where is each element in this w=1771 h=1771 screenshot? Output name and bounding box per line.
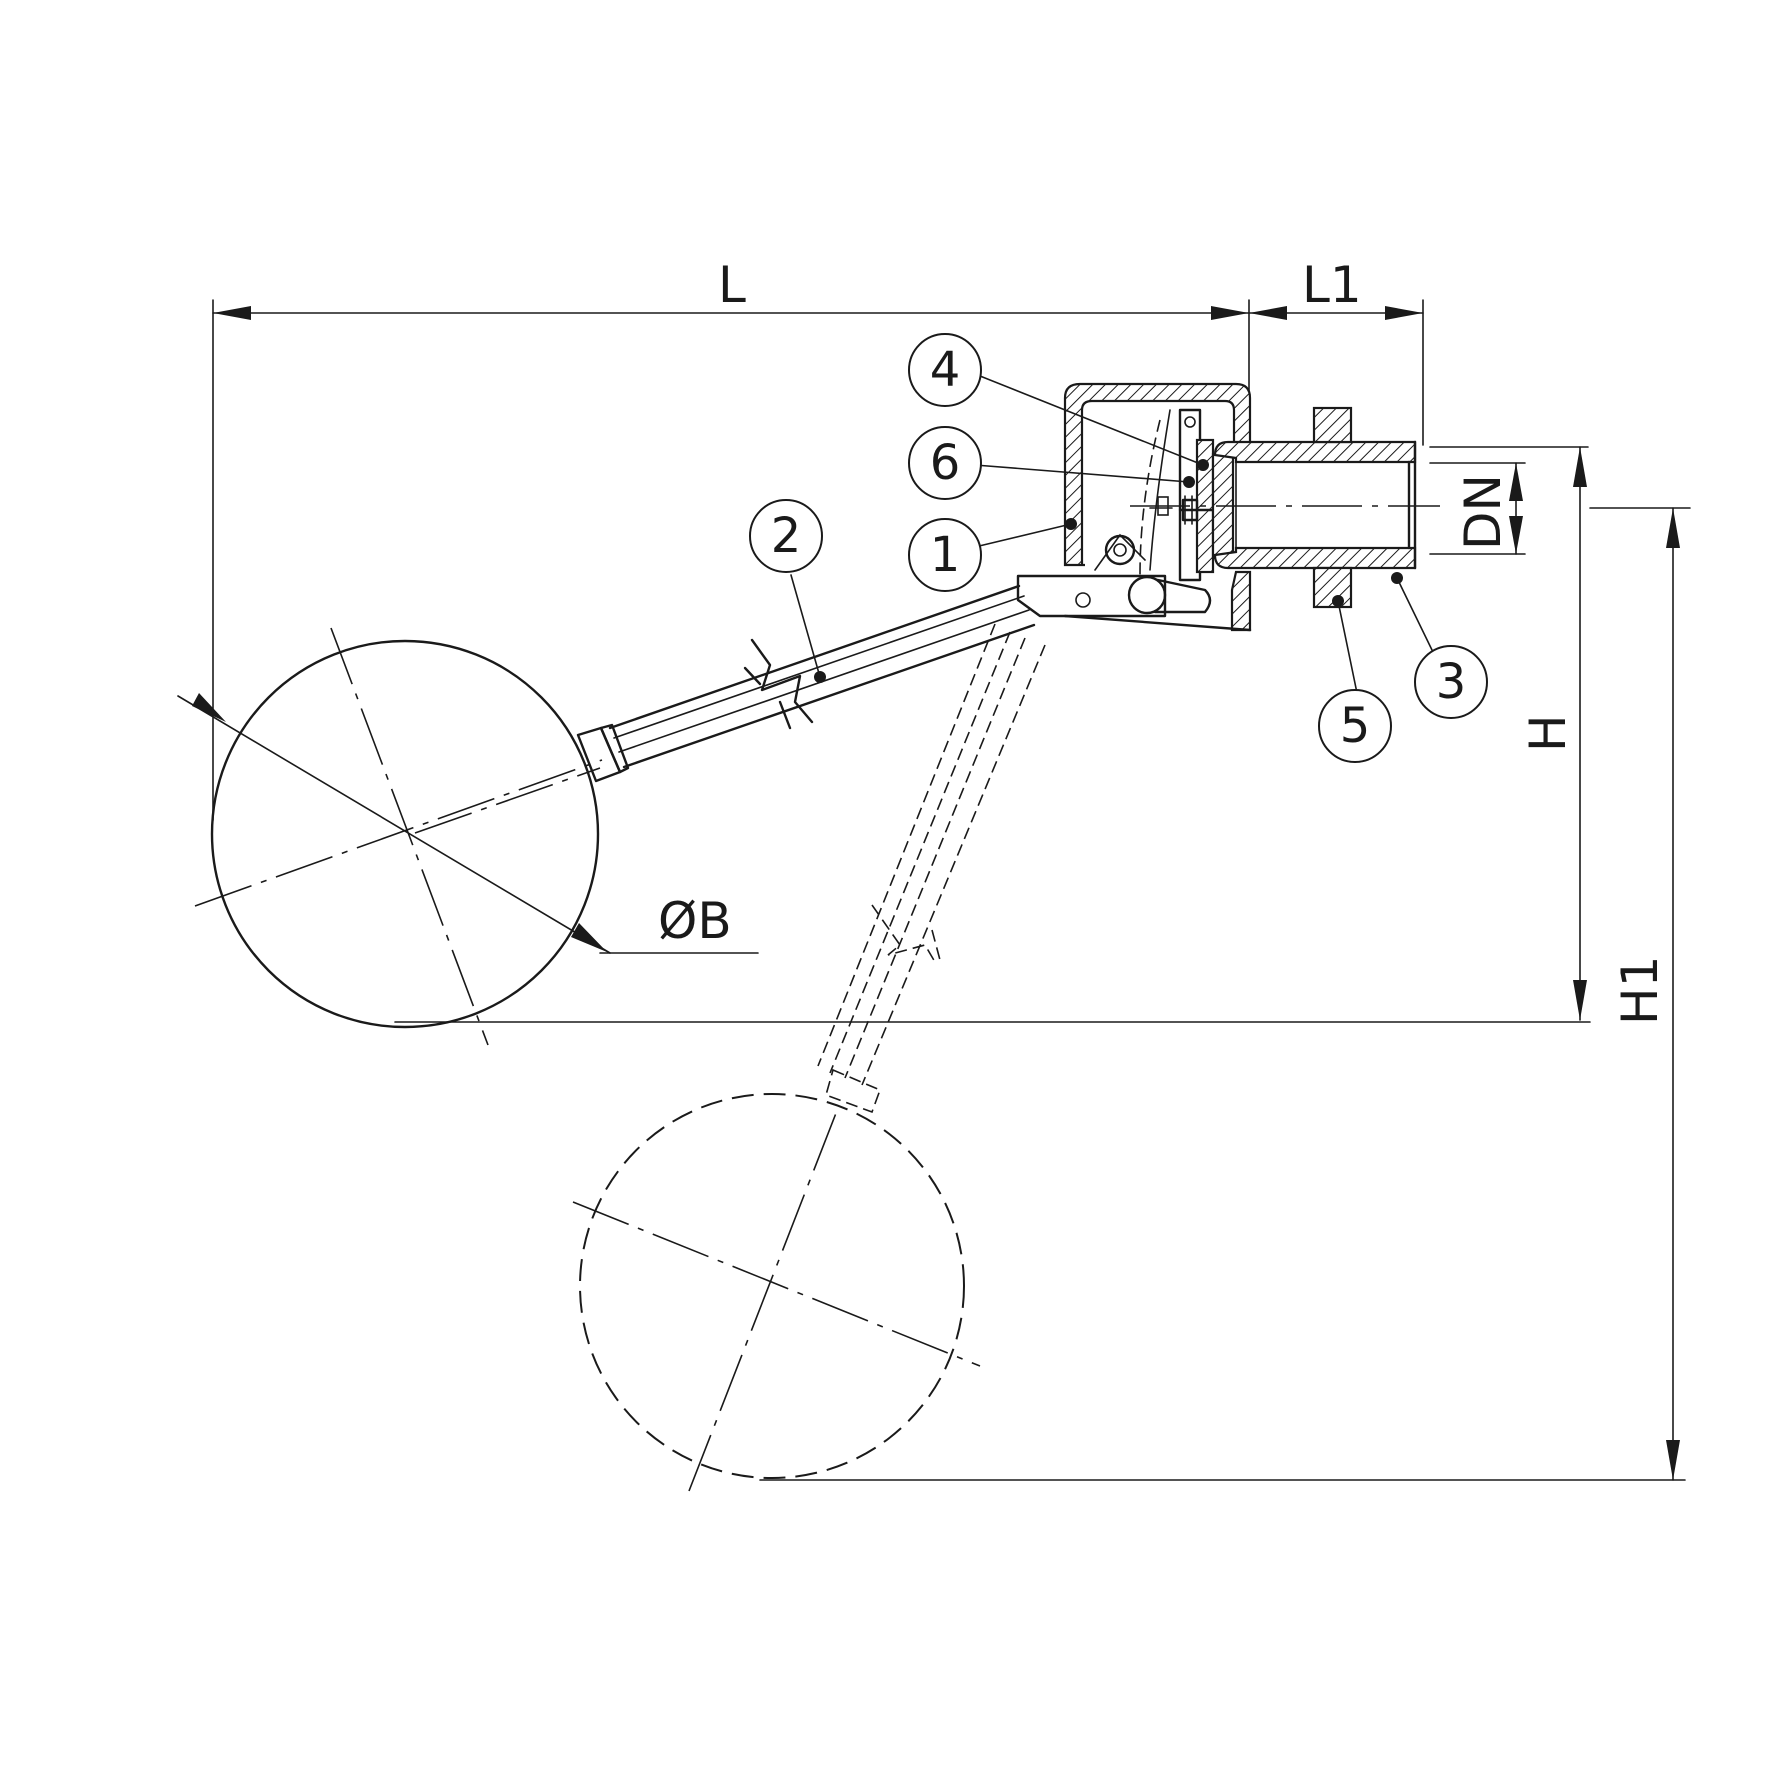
inlet-nipple [1130, 440, 1440, 570]
callout-number-2: 2 [771, 508, 802, 564]
callout-number-4: 4 [930, 342, 961, 398]
dimension-lines [177, 299, 1691, 1481]
dimension-label-l1: L1 [1302, 256, 1362, 314]
callout-part-3: 3 [1414, 645, 1488, 719]
callout-part-4: 4 [908, 333, 982, 407]
callout-part-5: 5 [1318, 689, 1392, 763]
part-callouts [790, 373, 1433, 694]
callout-part-1: 1 [908, 518, 982, 592]
dimension-label-l: L [718, 256, 746, 314]
float-arm [414, 584, 1036, 834]
callout-number-6: 6 [930, 435, 961, 491]
dimension-label-dn: DN [1454, 474, 1512, 550]
callout-part-2: 2 [749, 499, 823, 573]
dimension-label-diameter-b: ØB [658, 892, 732, 950]
callout-number-5: 5 [1340, 698, 1371, 754]
dimension-label-h1: H1 [1611, 956, 1669, 1025]
callout-number-3: 3 [1436, 654, 1467, 710]
dimension-label-h: H [1519, 714, 1577, 752]
callout-part-6: 6 [908, 426, 982, 500]
float-ball-lowered [572, 623, 1046, 1492]
callout-number-1: 1 [930, 527, 961, 583]
lock-nut [1312, 406, 1353, 609]
float-ball [194, 627, 603, 1046]
